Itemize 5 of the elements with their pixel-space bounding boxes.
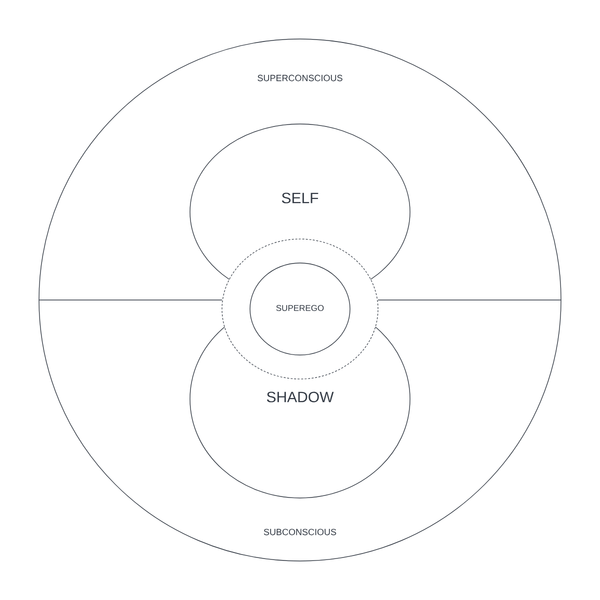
circle-label: SELF bbox=[282, 192, 318, 204]
region-label: SUBCONSCIOUS bbox=[264, 528, 336, 536]
circle-label: SUPEREGO bbox=[276, 305, 324, 311]
region-label: SUPERCONSCIOUS bbox=[258, 74, 342, 82]
circle-label: SHADOW bbox=[266, 392, 334, 402]
